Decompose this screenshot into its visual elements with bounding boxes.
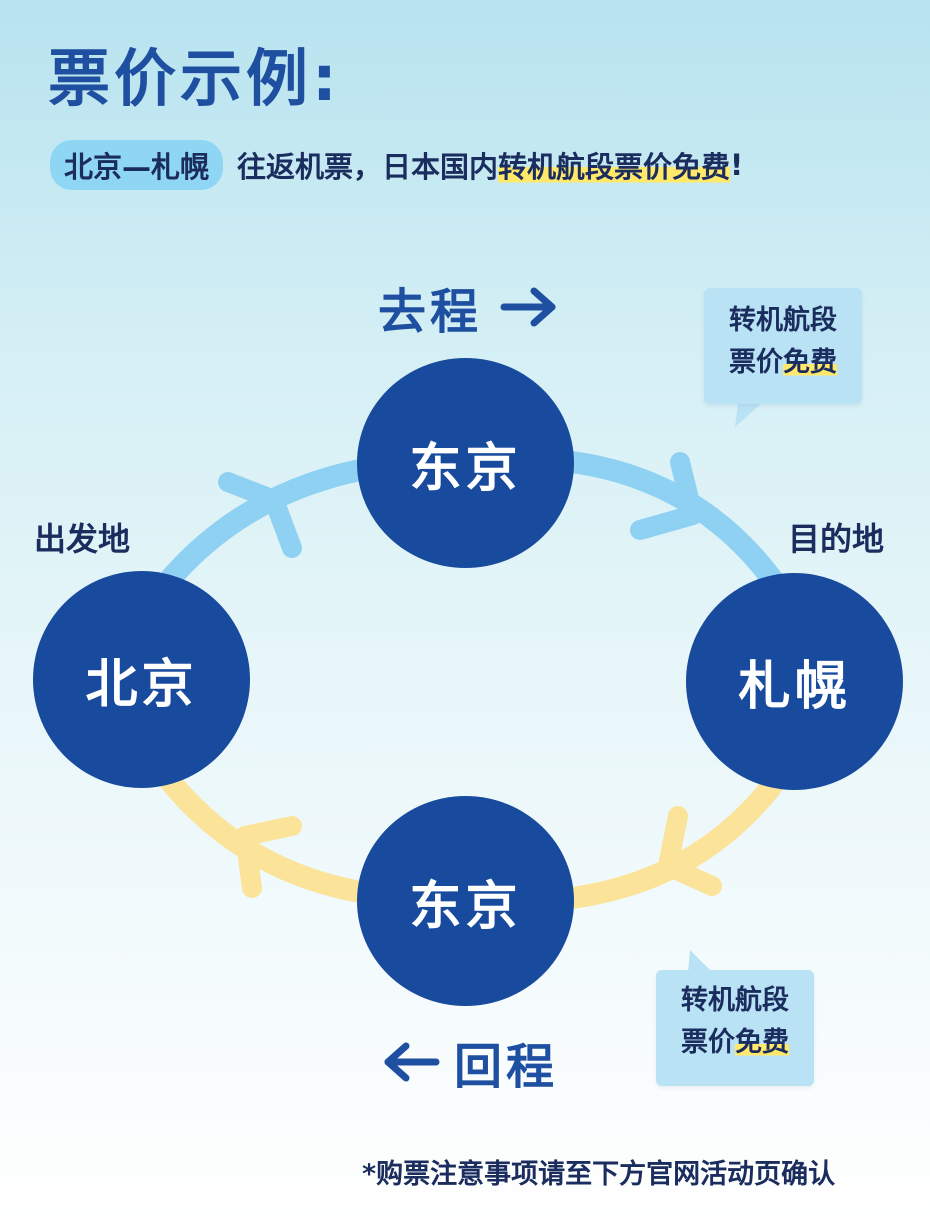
outbound-arrow-left [218, 472, 302, 558]
callout-bottom-line1: 转机航段 [681, 985, 789, 1016]
outbound-label: 去程 [378, 284, 483, 340]
page-title: 票价示例: [48, 42, 341, 115]
node-tokyo-return: 东京 [357, 796, 574, 1006]
subtitle-exclamation: ! [730, 148, 744, 182]
callout-top-line1: 转机航段 [729, 305, 837, 336]
outbound-arrow-right [630, 452, 703, 540]
arrow-left-icon [384, 1042, 440, 1082]
return-arrow-left [235, 816, 302, 898]
destination-label: 目的地 [788, 520, 885, 558]
node-sapporo: 札幌 [686, 573, 903, 790]
node-tokyo-outbound: 东京 [357, 358, 574, 568]
callout-return-free: 转机航段 票价免费 [656, 970, 814, 1086]
callout-bottom-line2: 票价免费 [656, 1022, 814, 1064]
origin-label: 出发地 [34, 520, 131, 558]
free-transfer-highlight: 转机航段票价免费 [498, 144, 731, 186]
route-pill: 北京—札幌 [50, 140, 224, 190]
callout-outbound-free: 转机航段 票价免费 [704, 288, 862, 404]
callout-bottom-tail [688, 950, 712, 972]
callout-bottom-free: 免费 [735, 1027, 789, 1058]
return-label: 回程 [454, 1039, 559, 1095]
return-direction: 回程 [380, 1027, 558, 1097]
node-beijing: 北京 [33, 571, 250, 788]
return-path-sapporo-tokyo [561, 771, 786, 909]
callout-bottom-fare: 票价 [681, 1027, 735, 1058]
outbound-direction: 去程 [378, 272, 560, 342]
route-summary: 北京—札幌 往返机票，日本国内 转机航段票价免费 ! [50, 140, 743, 190]
route-description: 往返机票，日本国内 [237, 150, 499, 184]
footnote: *购票注意事项请至下方官网活动页确认 [362, 1159, 836, 1190]
callout-top-line2: 票价免费 [704, 342, 862, 384]
callout-top-free: 免费 [783, 347, 837, 378]
outbound-path-beijing-tokyo [154, 459, 371, 596]
return-arrow-right [658, 806, 722, 896]
callout-top-fare: 票价 [729, 347, 783, 378]
arrow-right-icon [500, 287, 556, 327]
callout-top-tail [735, 403, 762, 427]
